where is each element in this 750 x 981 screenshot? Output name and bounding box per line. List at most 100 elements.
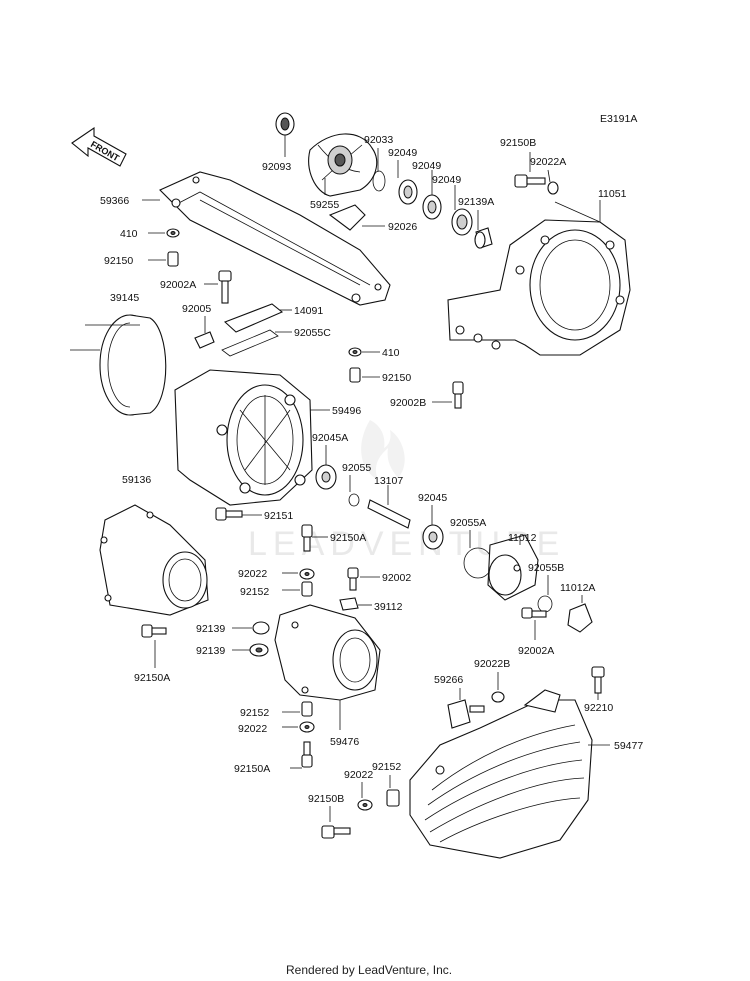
label-92022-lower: 92022 [238,723,267,735]
part-59255-impeller [308,133,378,197]
part-92002B-bolt [452,381,464,409]
label-410-2: 410 [382,347,400,359]
part-92150A-bolt-center [301,524,313,552]
label-11051: 11051 [598,188,627,200]
label-92022B: 92022B [474,658,510,670]
label-59136: 59136 [122,474,151,486]
part-92049-seal-2 [422,194,442,220]
front-arrow-icon: FRONT [71,126,127,167]
part-92055-o-ring [348,493,360,507]
part-410-washer-2 [348,347,362,357]
part-92150-bolt-1 [167,251,179,267]
part-14091-cover [223,303,284,333]
label-92150A-lower: 92150A [234,763,270,775]
part-92033-circlip [372,170,386,192]
label-92002A-top: 92002A [160,279,196,291]
label-11012: 11012 [508,532,537,544]
label-59255: 59255 [310,199,339,211]
label-59476: 59476 [330,736,359,748]
part-92150B-bolt-bottom [321,825,351,839]
part-92150A-bolt-lower [301,741,313,768]
label-59266: 59266 [434,674,463,686]
label-92055B: 92055B [528,562,564,574]
label-11012A: 11012A [560,582,595,594]
part-92150-bolt-2 [349,367,361,383]
part-92005-fitting [194,331,215,349]
watermark-flame-icon [361,420,405,480]
part-labels: 92093 59255 92033 92049 92049 92049 9213… [100,134,643,805]
label-92151: 92151 [264,510,293,522]
label-39145: 39145 [110,292,139,304]
label-92139-1: 92139 [196,623,225,635]
part-59496-pump-case [174,369,313,506]
label-92002B: 92002B [390,397,426,409]
part-92022-washer-center [299,568,315,580]
label-92022-bottom: 92022 [344,769,373,781]
label-92152-lower: 92152 [240,707,269,719]
label-92210: 92210 [584,702,613,714]
part-11051-pump-housing [447,219,631,356]
part-11012-reverse-gate-hub [487,534,539,601]
part-92093-nut [275,112,295,136]
label-13107: 13107 [374,475,403,487]
part-92139-collar-1 [252,621,270,635]
label-59477: 59477 [614,740,643,752]
label-92150B-bottom: 92150B [308,793,344,805]
footer-credit: Rendered by LeadVenture, Inc. [286,963,452,977]
label-92049-3: 92049 [432,174,461,186]
label-92150-1: 92150 [104,255,133,267]
part-92210-bolt [591,666,605,694]
part-92002-bolt [347,567,359,591]
part-92022-washer-lower [299,721,315,733]
part-92026-clip [328,204,366,231]
label-14091: 14091 [294,305,323,317]
part-92139-collar-2 [249,643,269,657]
part-59366-pump-cover-plate [159,171,391,306]
part-92152-collar-bottom [386,789,400,807]
leader-lines [70,135,610,822]
part-13107-shaft [367,499,411,529]
part-92150B-bolt-top [514,174,546,188]
label-92055: 92055 [342,462,371,474]
part-92151-bolt [215,507,243,521]
label-92055C: 92055C [294,327,331,339]
part-92139A-collar [474,227,493,249]
part-92022A-washer-top [547,181,559,195]
label-59496: 59496 [332,405,361,417]
part-11012A-cap [567,603,593,633]
label-92152-center: 92152 [240,586,269,598]
label-92049-2: 92049 [412,160,441,172]
part-92150A-bolt-left [141,624,167,638]
label-92045A: 92045A [312,432,348,444]
part-92152-collar-lower [301,701,313,717]
part-92045A-bearing [315,464,337,490]
label-92150B-top: 92150B [500,137,536,149]
label-92022A: 92022A [530,156,566,168]
label-92026: 92026 [388,221,417,233]
label-59366: 59366 [100,195,129,207]
part-59266-pivot [447,699,485,729]
part-92055C-o-ring [221,329,279,357]
label-39112: 39112 [374,601,403,613]
label-92150A-left: 92150A [134,672,170,684]
label-92139A: 92139A [458,196,494,208]
part-59476-steering-nozzle [274,604,381,701]
label-92093: 92093 [262,161,291,173]
part-92022-washer-bottom [357,799,373,811]
part-39112-fitting [339,597,359,611]
label-92033: 92033 [364,134,393,146]
label-92152-bottom: 92152 [372,761,401,773]
part-410-washer-1 [166,228,180,238]
part-92055B-o-ring [537,595,553,613]
label-410-1: 410 [120,228,138,240]
part-92045-bearing [422,524,444,550]
part-92152-collar-center [301,581,313,597]
label-92002A-lower: 92002A [518,645,554,657]
part-92022B-washer [491,691,505,703]
label-92139-2: 92139 [196,645,225,657]
part-39145-intake-ring [99,314,167,416]
part-59477-reverse-bucket [409,689,593,859]
label-92045: 92045 [418,492,447,504]
label-92002: 92002 [382,572,411,584]
